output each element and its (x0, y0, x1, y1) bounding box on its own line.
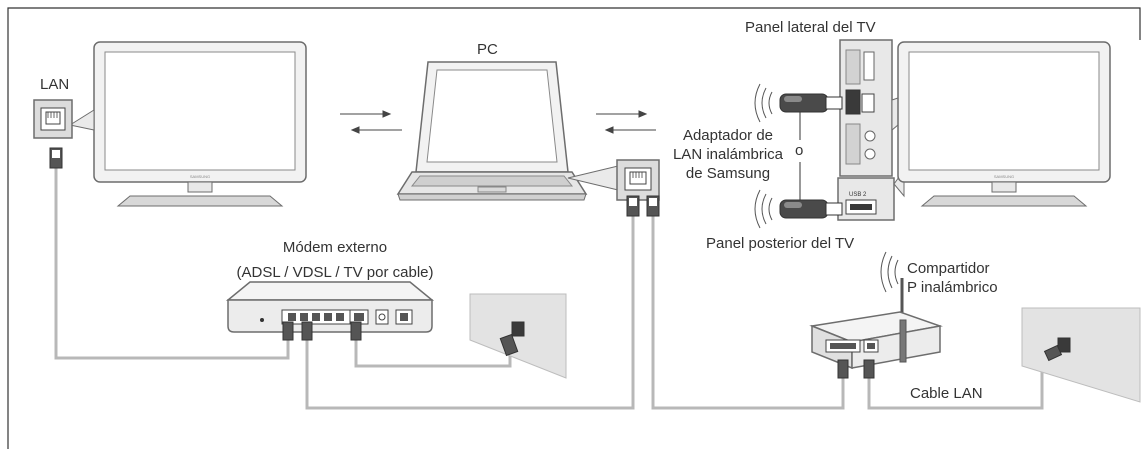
adapter-label-line2: LAN inalámbrica (672, 146, 784, 163)
wifi-signal-icon (754, 189, 773, 229)
tv-rear-panel-icon: USB 2 (837, 168, 905, 221)
adapter-label-line3: de Samsung (685, 165, 771, 182)
router-label-line1: Compartidor (907, 260, 990, 277)
laptop-icon (396, 61, 588, 201)
frame-border (7, 7, 1141, 449)
side-panel-label: Panel lateral del TV (745, 19, 876, 36)
adapter-label-line1: Adaptador de (682, 127, 774, 144)
lan-connector-icon (626, 195, 660, 217)
wifi-signal-icon (880, 251, 899, 293)
lan-port-icon (33, 99, 95, 139)
cable-pc-to-router (651, 215, 845, 410)
pc-label: PC (477, 41, 498, 58)
lan-label: LAN (40, 76, 70, 93)
tv-right-icon: SAMSUNG (897, 41, 1111, 207)
tv-left-icon: SAMSUNG (93, 41, 307, 207)
cable-lan-label: Cable LAN (910, 385, 983, 402)
svg-text:SAMSUNG: SAMSUNG (994, 174, 1014, 179)
router-icon (809, 278, 943, 370)
modem-label-line2: (ADSL / VDSL / TV por cable) (236, 264, 434, 281)
or-label: o (795, 142, 804, 159)
rear-panel-label: Panel posterior del TV (706, 235, 855, 252)
modem-label-line1: Módem externo (282, 239, 388, 256)
cable-modem-to-wall (354, 338, 512, 368)
bidirectional-arrow-icon (596, 110, 656, 134)
lan-connector-icon (837, 359, 875, 379)
modem-label: Módem externo (ADSL / VDSL / TV por cabl… (228, 238, 442, 282)
cable-tv-to-modem (54, 168, 290, 360)
wall-jack-icon (469, 293, 567, 379)
cable-router-to-wall (867, 362, 1044, 410)
cables (54, 168, 1044, 410)
router-label-line2: P inalámbrico (907, 279, 998, 296)
wall-jack-icon (1021, 307, 1141, 403)
cable-modem-to-pc (305, 215, 635, 410)
lan-connector-icon (49, 147, 63, 169)
usb-dongle-icon (779, 93, 843, 113)
lan-connector-icon (282, 321, 362, 341)
router-label: Compartidor P inalámbrico (907, 259, 998, 297)
svg-text:SAMSUNG: SAMSUNG (190, 174, 210, 179)
adapter-label: Adaptador de LAN inalámbrica de Samsung (668, 126, 788, 183)
tv-side-panel-icon (839, 39, 905, 177)
wifi-signal-icon (754, 83, 773, 123)
usb-port-label: USB 2 (849, 192, 867, 198)
bidirectional-arrow-icon (340, 110, 402, 134)
pc-lan-port-icon (567, 159, 660, 201)
modem-icon (225, 281, 435, 333)
usb-dongle-icon (779, 199, 843, 219)
